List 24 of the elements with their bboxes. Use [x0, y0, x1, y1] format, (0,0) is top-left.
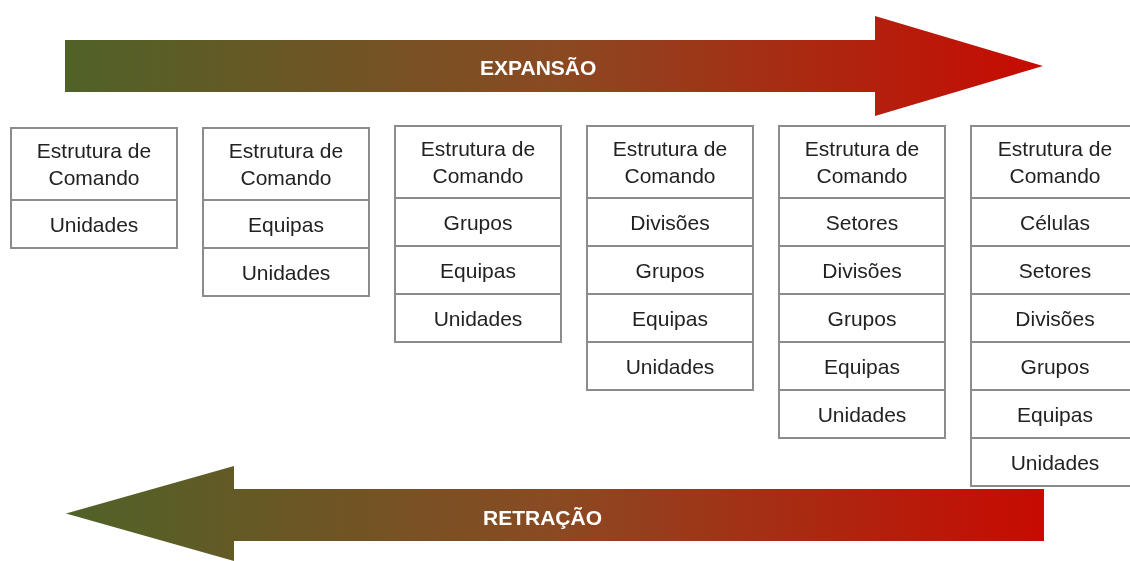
command-structure-box: Estrutura de Comando — [970, 125, 1130, 199]
level-box: Unidades — [202, 247, 370, 297]
command-structure-box: Estrutura de Comando — [586, 125, 754, 199]
level-box: Unidades — [970, 437, 1130, 487]
level-box: Divisões — [778, 245, 946, 295]
arrow-label: EXPANSÃO — [480, 56, 597, 80]
level-box: Unidades — [10, 199, 178, 249]
command-structure-box: Estrutura de Comando — [394, 125, 562, 199]
command-structure-box: Estrutura de Comando — [202, 127, 370, 201]
command-structure-box: Estrutura de Comando — [10, 127, 178, 201]
level-box: Divisões — [586, 197, 754, 247]
level-box: Grupos — [394, 197, 562, 247]
level-box: Equipas — [394, 245, 562, 295]
level-box: Unidades — [394, 293, 562, 343]
level-box: Grupos — [778, 293, 946, 343]
level-box: Setores — [778, 197, 946, 247]
level-box: Equipas — [202, 199, 370, 249]
level-box: Grupos — [586, 245, 754, 295]
level-box: Equipas — [586, 293, 754, 343]
arrow-label: RETRAÇÃO — [483, 506, 602, 530]
level-box: Unidades — [586, 341, 754, 391]
command-structure-box: Estrutura de Comando — [778, 125, 946, 199]
level-box: Unidades — [778, 389, 946, 439]
level-box: Equipas — [778, 341, 946, 391]
